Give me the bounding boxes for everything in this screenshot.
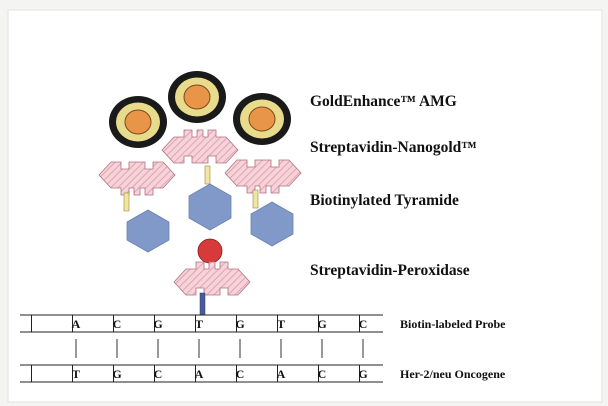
oncogene-base: A [195, 367, 204, 381]
label-biotinylated-tyramide: Biotinylated Tyramide [310, 192, 459, 209]
peroxidase-circle [198, 239, 222, 263]
label-streptavidin-nanogold: Streptavidin-Nanogold™ [310, 139, 477, 156]
probe-base: C [113, 317, 122, 331]
diagram-frame [8, 10, 602, 402]
gold-particle-right [233, 93, 291, 145]
probe-base: G [153, 317, 162, 331]
probe-base: T [195, 317, 203, 331]
probe-biotin-link [200, 293, 205, 315]
label-streptavidin-peroxidase: Streptavidin-Peroxidase [310, 262, 470, 279]
oncogene-base: G [358, 367, 367, 381]
oncogene-base: C [236, 367, 245, 381]
probe-base: G [235, 317, 244, 331]
probe-base: G [317, 317, 326, 331]
gold-particle-left [109, 96, 167, 148]
oncogene-base: C [318, 367, 327, 381]
oncogene-base: T [72, 367, 80, 381]
probe-base: C [359, 317, 368, 331]
label-oncogene: Her-2/neu Oncogene [400, 367, 506, 381]
label-biotin-probe: Biotin-labeled Probe [400, 317, 506, 331]
probe-base: A [72, 317, 81, 331]
biotin-link-right [253, 190, 258, 208]
oncogene-base: G [112, 367, 121, 381]
oncogene-base: A [277, 367, 286, 381]
gold-particle-center [168, 71, 226, 123]
label-gold-enhance: GoldEnhance™ AMG [310, 93, 457, 110]
biotin-link-left [124, 193, 129, 211]
oncogene-base: C [154, 367, 163, 381]
biotin-link-center [205, 166, 210, 184]
probe-base: T [277, 317, 285, 331]
